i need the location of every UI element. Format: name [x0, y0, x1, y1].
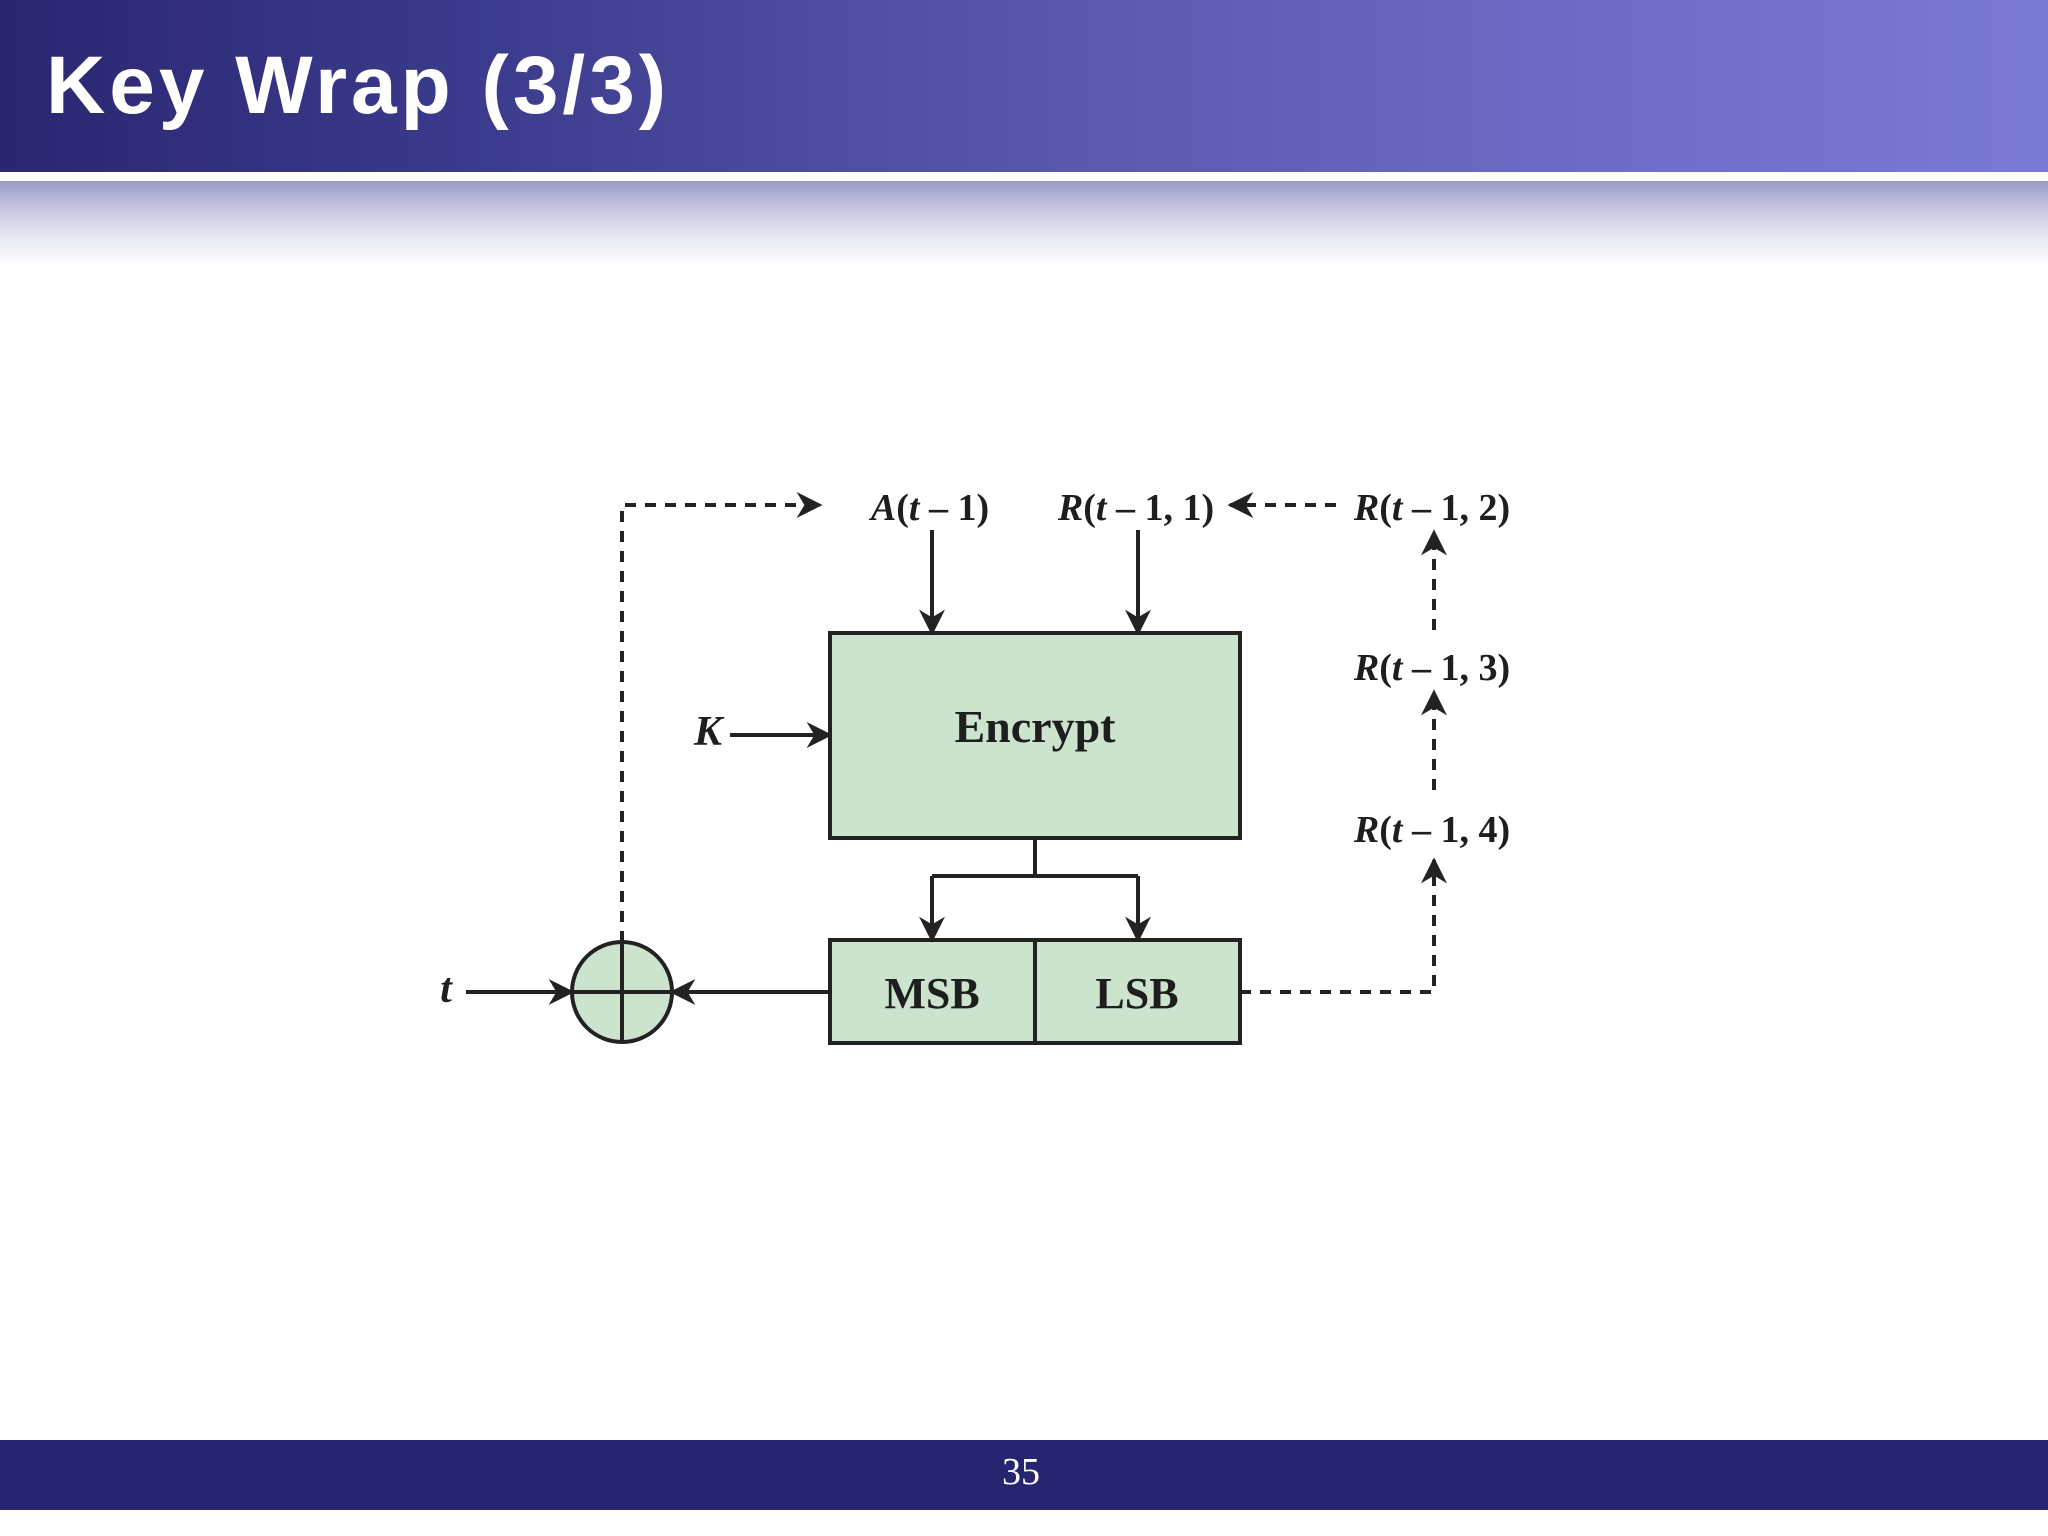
- r-prev-1-label: R(t – 1, 1): [1057, 487, 1214, 529]
- a-prev-label: A(t – 1): [869, 487, 989, 529]
- t-label: t: [440, 966, 453, 1012]
- xor-icon: [570, 940, 674, 1044]
- r-prev-4-label: R(t – 1, 4): [1353, 809, 1510, 851]
- lsb-shift-dashed-path: [1240, 857, 1447, 994]
- encrypt-split-connector: [932, 838, 1138, 878]
- r-prev-2-label: R(t – 1, 2): [1353, 487, 1510, 529]
- header-gradient-band: [0, 181, 2048, 267]
- lsb-label: LSB: [1095, 969, 1178, 1018]
- slide-title: Key Wrap (3/3): [46, 40, 671, 131]
- footer-bar: [0, 1440, 2048, 1510]
- r-prev-3-label: R(t – 1, 3): [1353, 647, 1510, 689]
- encrypt-label: Encrypt: [955, 701, 1117, 752]
- xor-feedback-dashed-path: [620, 492, 823, 942]
- page-number: 35: [1002, 1451, 1040, 1493]
- key-label: K: [693, 709, 725, 755]
- header-divider: [0, 172, 2048, 181]
- slide-header-bar: Key Wrap (3/3): [0, 0, 2048, 172]
- msb-label: MSB: [884, 969, 979, 1018]
